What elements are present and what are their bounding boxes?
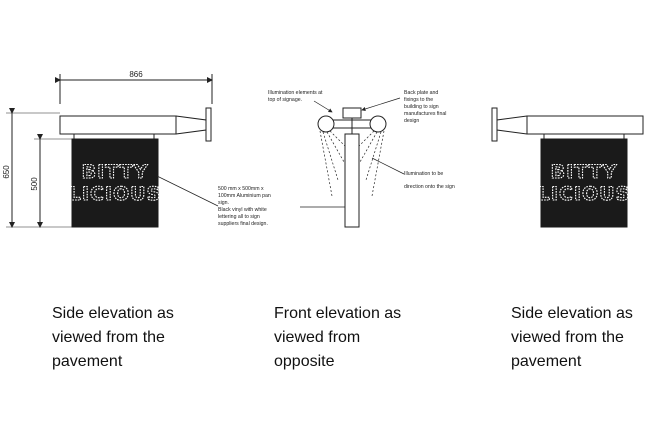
svg-text:Illumination to be: Illumination to be: [404, 171, 443, 177]
front-elevation: [300, 97, 405, 228]
sign-panel-right: [540, 138, 628, 228]
lamp-right: [369, 115, 387, 133]
back-plate: [342, 107, 362, 119]
wall-plate-right: [491, 107, 498, 142]
wall-plate: [205, 107, 212, 142]
svg-text:sign.: sign.: [218, 200, 229, 206]
overall-height-label: 650: [2, 165, 11, 179]
sign-panel-left: [71, 138, 159, 228]
svg-text:Illumination elements at: Illumination elements at: [268, 90, 323, 96]
right-side-elevation: [491, 107, 644, 228]
left-side-elevation: [6, 74, 219, 228]
caption-left: Side elevation as viewed from the paveme…: [52, 305, 174, 370]
note-illumination-direction: Illumination to be direction onto the si…: [404, 171, 455, 190]
sign-text-line2-right: LICIOUS: [538, 183, 630, 205]
illumination-rays: [319, 130, 385, 197]
svg-text:direction onto the sign: direction onto the sign: [404, 184, 455, 190]
sign-text-line1-right: BITTY: [551, 161, 618, 183]
width-dimension-label: 866: [129, 70, 143, 79]
illumination-leader: [313, 100, 333, 113]
caption-right: Side elevation as viewed from the paveme…: [511, 305, 633, 370]
bracket-beam-right: [526, 115, 644, 135]
svg-text:lettering all to sign: lettering all to sign: [218, 214, 260, 220]
lamp-left: [317, 115, 335, 133]
note-illumination-elements: Illumination elements at top of signage.: [268, 90, 323, 103]
sign-text-line1-left: BITTY: [82, 161, 149, 183]
svg-text:Back plate and: Back plate and: [404, 90, 438, 96]
caption-center: Front elevation as viewed from opposite: [274, 305, 402, 370]
svg-text:design: design: [404, 118, 419, 124]
note-back-plate: Back plate and fixings to the building t…: [404, 90, 446, 124]
bracket-arm-right: [496, 115, 528, 135]
direction-leader: [371, 157, 405, 175]
svg-text:manufactures final: manufactures final: [404, 111, 446, 117]
panel-leader-line: [156, 175, 219, 207]
svg-text:Black vinyl with white: Black vinyl with white: [218, 207, 267, 213]
note-panel-spec: 500 mm x 500mm x 100mm Aluminium pan sig…: [218, 186, 271, 227]
svg-text:100mm Aluminium pan: 100mm Aluminium pan: [218, 193, 271, 199]
bracket-beam: [59, 115, 177, 135]
svg-text:fixings to the: fixings to the: [404, 97, 433, 103]
sign-text-line2-left: LICIOUS: [69, 183, 161, 205]
backplate-leader: [361, 97, 401, 111]
svg-text:building to sign: building to sign: [404, 104, 439, 110]
svg-text:top of signage.: top of signage.: [268, 97, 302, 103]
svg-text:500 mm x 500mm x: 500 mm x 500mm x: [218, 186, 264, 192]
svg-text:suppliers final design.: suppliers final design.: [218, 221, 268, 227]
sign-height-label: 500: [30, 177, 39, 191]
bracket-arm: [175, 115, 207, 135]
sign-panel-edge: [344, 133, 360, 228]
